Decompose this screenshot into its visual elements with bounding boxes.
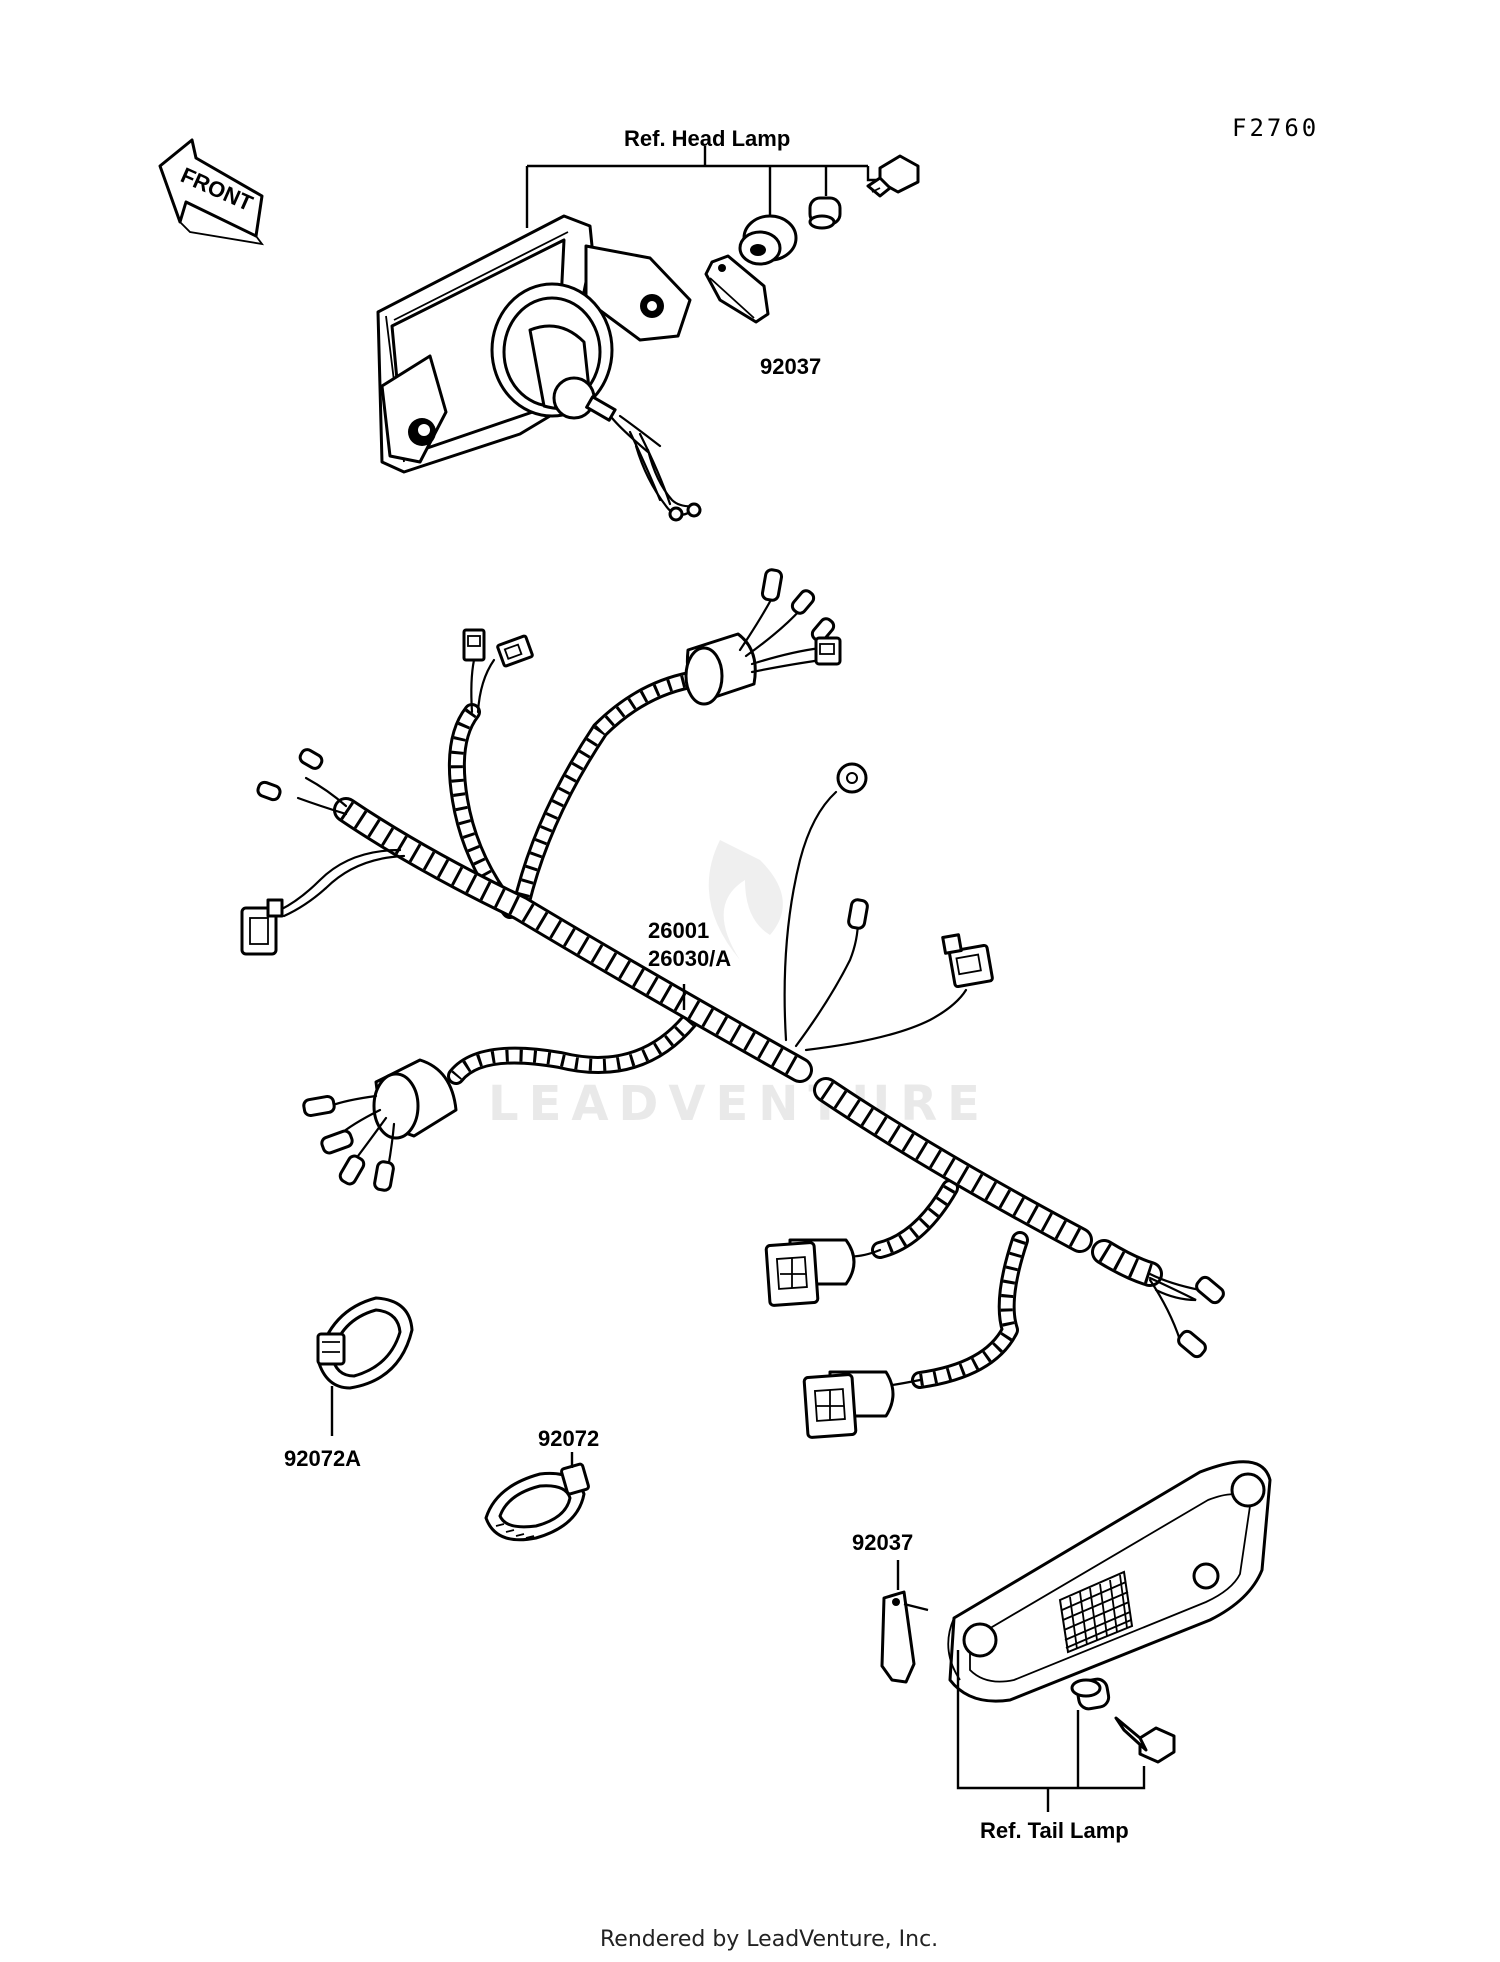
head-lamp-strap-label: 92037	[760, 354, 821, 379]
footer-credit: Rendered by LeadVenture, Inc.	[600, 1927, 938, 1952]
tail-lamp-lens-grid-icon	[1058, 1570, 1134, 1654]
clamp-92072a-label: 92072A	[284, 1446, 361, 1471]
tail-lamp-collar-icon	[1070, 1677, 1111, 1711]
harness-lower-coupler-lower	[802, 1370, 922, 1439]
front-arrow-icon: FRONT	[158, 138, 265, 246]
harness-part-label-2: 26030/A	[648, 946, 731, 971]
clamp-92072a: 92072A	[284, 1296, 414, 1471]
tail-lamp-strap-icon	[880, 1590, 929, 1684]
clamp-92072: 92072	[484, 1426, 599, 1542]
clamp-92072-label: 92072	[538, 1426, 599, 1451]
head-lamp-grommet-icon	[738, 214, 798, 266]
ref-head-lamp-label: Ref. Head Lamp	[624, 126, 790, 151]
wiring-harness: 26001 26030/A	[240, 568, 1225, 1439]
harness-right-end	[1148, 1272, 1225, 1359]
harness-flag-connector	[462, 628, 534, 714]
ref-tail-lamp-label: Ref. Tail Lamp	[980, 1818, 1129, 1843]
head-lamp-bolt-icon	[866, 154, 920, 198]
harness-ground-terminal	[783, 762, 868, 1042]
harness-mid-right-connectors	[794, 898, 994, 1052]
harness-upper-round-connector	[684, 568, 842, 706]
head-lamp: 92037 Ref. Head Lamp	[376, 126, 920, 522]
tail-lamp-bolt-icon	[1114, 1716, 1176, 1764]
head-lamp-collar-icon	[808, 196, 842, 230]
watermark-text: LEADVENTURE	[488, 1076, 990, 1132]
harness-lower-coupler-upper	[764, 1238, 882, 1307]
tail-lamp: 92037 Ref. Tail Lamp	[852, 1460, 1272, 1843]
watermark: LEADVENTURE	[488, 840, 990, 1132]
harness-left-end	[240, 748, 406, 956]
head-lamp-strap-icon	[704, 254, 770, 324]
harness-part-label-1: 26001	[648, 918, 709, 943]
harness-trunk	[333, 797, 1163, 1287]
harness-left-coupler-icon	[240, 898, 284, 956]
figure-code: F2760	[1232, 114, 1319, 142]
harness-lower-left-round-connector	[302, 1058, 458, 1192]
tail-lamp-strap-label: 92037	[852, 1530, 913, 1555]
